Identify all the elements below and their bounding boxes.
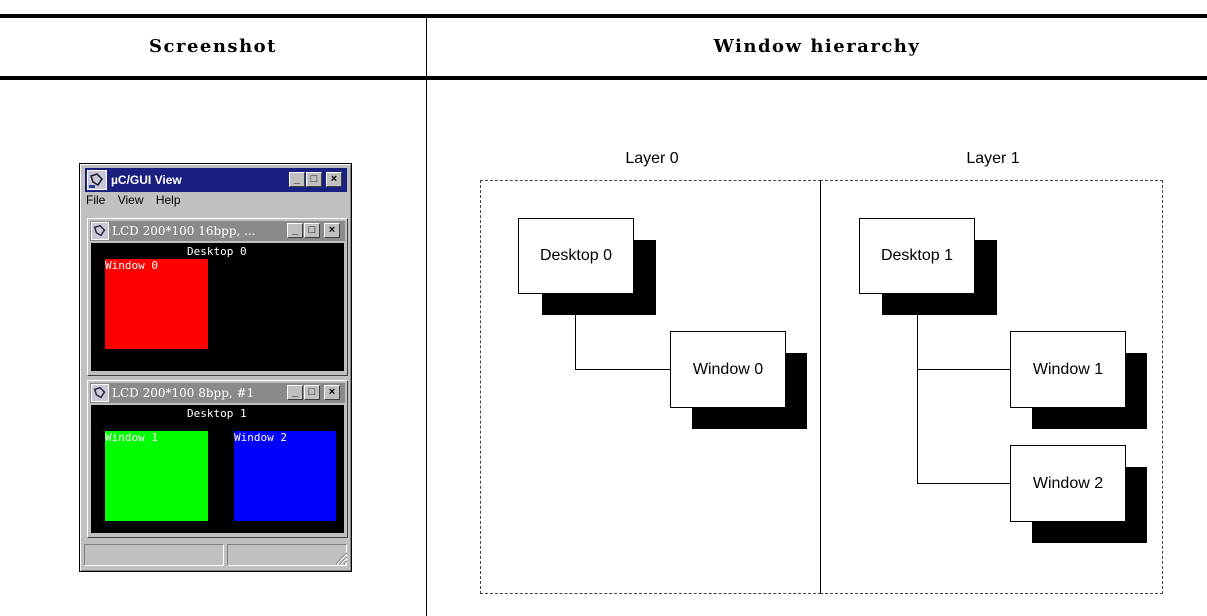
desktop1-label: Desktop 1 [187,407,247,420]
minimize-button[interactable]: _ [289,172,305,187]
lcd2-icon [91,384,109,402]
layer0-label: Layer 0 [625,150,679,167]
gui-view-window: µC/GUI View _ □ × File View Help LCD 200… [79,163,352,572]
lcd2-minimize-button[interactable]: _ [287,385,303,400]
layer-separator [820,180,821,594]
lcd1-display: Desktop 0 Window 0 [91,243,344,371]
app-icon [87,170,107,190]
lcd-window-2: LCD 200*100 8bpp, #1 _ □ × Desktop 1 Win… [87,380,348,538]
window2-rect: Window 2 [234,431,336,521]
menu-help[interactable]: Help [155,193,181,207]
menu-bar: File View Help [86,193,190,211]
lcd2-maximize-button[interactable]: □ [304,385,320,400]
desktop0-node: Desktop 0 [518,218,634,294]
header-rule [0,76,1207,80]
lcd1-maximize-button[interactable]: □ [304,223,320,238]
status-cell-2 [227,544,347,566]
header-screenshot: Screenshot [149,36,277,57]
window0-rect: Window 0 [105,259,208,349]
window-title: µC/GUI View [111,173,182,187]
lcd2-titlebar[interactable]: LCD 200*100 8bpp, #1 _ □ × [90,383,345,403]
connector-d0-v [575,294,576,370]
window1-rect: Window 1 [105,431,208,521]
lcd2-title: LCD 200*100 8bpp, #1 [112,386,255,400]
window2-node: Window 2 [1010,445,1126,522]
window2-label: Window 2 [234,431,287,444]
column-divider [426,18,427,616]
menu-view[interactable]: View [117,193,144,207]
connector-d0-h [575,369,671,370]
window0-node: Window 0 [670,331,786,408]
main-titlebar[interactable]: µC/GUI View _ □ × [85,168,347,192]
lcd1-title: LCD 200*100 16bpp, ... [112,224,256,238]
close-button[interactable]: × [326,172,342,187]
lcd1-close-button[interactable]: × [324,223,340,238]
lcd2-close-button[interactable]: × [324,385,340,400]
lcd-window-1: LCD 200*100 16bpp, ... _ □ × Desktop 0 W… [87,218,348,376]
window1-node: Window 1 [1010,331,1126,408]
status-cell-1 [84,544,224,566]
connector-d1-h1 [917,369,1011,370]
window1-label: Window 1 [105,431,158,444]
menu-file[interactable]: File [86,193,106,207]
connector-d1-v [917,294,918,484]
window0-label: Window 0 [105,259,158,272]
status-bar [84,544,348,568]
top-rule [0,14,1207,18]
maximize-button[interactable]: □ [306,172,322,187]
resize-grip-icon[interactable] [334,551,348,565]
desktop1-node: Desktop 1 [859,218,975,294]
layer1-label: Layer 1 [966,150,1020,167]
lcd1-titlebar[interactable]: LCD 200*100 16bpp, ... _ □ × [90,221,345,241]
lcd1-minimize-button[interactable]: _ [287,223,303,238]
lcd1-icon [91,222,109,240]
desktop0-label: Desktop 0 [187,245,247,258]
header-window-hierarchy: Window hierarchy [713,36,921,57]
lcd2-display: Desktop 1 Window 1 Window 2 [91,405,344,533]
connector-d1-h2 [917,483,1011,484]
